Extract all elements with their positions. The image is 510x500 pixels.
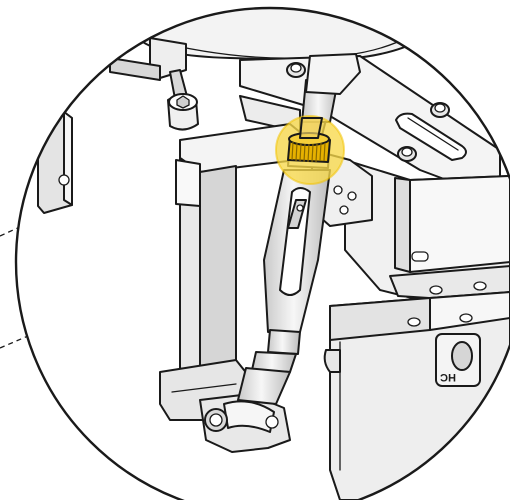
nut-upper-3: [397, 146, 417, 162]
housing-slot: [411, 251, 429, 262]
nut-upper-1: [286, 62, 306, 78]
plate-bolt-holes: [333, 185, 357, 215]
highlight-marker: [275, 115, 345, 185]
left-bar-hole: [58, 174, 70, 186]
callout-leader-lower: [0, 335, 29, 349]
stamp-label: HC: [440, 371, 456, 383]
detail-circle: [14, 6, 510, 500]
nut-upper-2: [430, 102, 450, 118]
hex-bolt: [167, 69, 199, 131]
connector-port: [435, 333, 481, 387]
lower-clevis: [199, 393, 291, 453]
